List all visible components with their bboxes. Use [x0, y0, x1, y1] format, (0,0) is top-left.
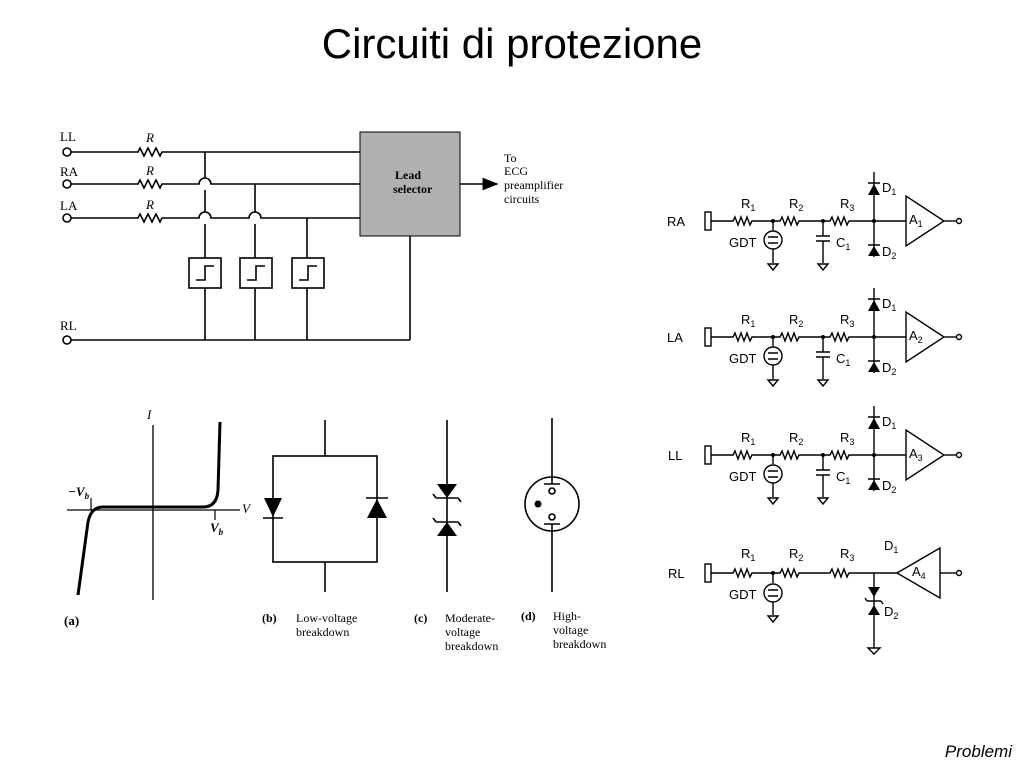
la-gdt-label: GDT: [729, 351, 757, 366]
lead-selector-diagram: [62, 146, 499, 345]
zener-top-icon: [437, 484, 457, 498]
selector-label-2: selector: [393, 182, 433, 196]
circuit-lead-label-ra: RA: [667, 214, 685, 229]
output-label-3: preamplifier: [504, 178, 563, 192]
ra-d2-label: D2: [882, 244, 896, 261]
rl-r3-label: R3: [840, 546, 854, 563]
ll-r2-label: R2: [789, 430, 803, 447]
iv-curve: [76, 421, 222, 596]
protection-device-3: [291, 257, 325, 289]
panel-c-text-2: voltage: [445, 625, 480, 639]
protection-circuit-ra: [704, 172, 963, 272]
protection-circuit-ll: [704, 406, 963, 506]
panel-c-text-3: breakdown: [445, 639, 498, 653]
panel-a-label: (a): [64, 613, 79, 628]
ll-d2-label: D2: [882, 478, 896, 495]
circuit-lead-label-rl: RL: [668, 566, 685, 581]
selector-label-1: Lead: [395, 168, 421, 182]
ra-c1-label: C1: [836, 235, 850, 252]
la-r2-label: R2: [789, 312, 803, 329]
la-terminal: [62, 213, 72, 223]
panel-d-text-3: breakdown: [553, 637, 606, 651]
ra-d1-label: D1: [882, 180, 896, 197]
panel-b-text-1: Low-voltage: [296, 611, 357, 625]
ra-r2-label: R2: [789, 196, 803, 213]
protection-device-2: [239, 257, 273, 289]
rl-gdt-label: GDT: [729, 587, 757, 602]
ll-r3-label: R3: [840, 430, 854, 447]
diode-down-icon: [264, 498, 282, 517]
la-d2-label: D2: [882, 360, 896, 377]
iv-neg-breakdown-label: −Vb: [68, 484, 90, 501]
rl-amp-label: A4: [912, 564, 926, 581]
rl-r2-label: R2: [789, 546, 803, 563]
rl-d2-label: D2: [884, 604, 898, 621]
ra-r3-label: R3: [840, 196, 854, 213]
lead-label-rl: RL: [60, 318, 77, 333]
low-voltage-diodes: [263, 420, 388, 592]
protection-circuit-rl: [704, 546, 963, 655]
output-label-2: ECG: [504, 164, 528, 178]
zener-bottom-icon: [437, 522, 457, 536]
lead-label-ll: LL: [60, 129, 76, 144]
lead-label-la: LA: [60, 198, 78, 213]
iv-x-axis-label: V: [242, 501, 252, 516]
rl-r1-label: R1: [741, 546, 755, 563]
la-r3-label: R3: [840, 312, 854, 329]
slide-title: Circuiti di protezione: [321, 20, 703, 67]
la-d1-label: D1: [882, 296, 896, 313]
iv-pos-breakdown-label: Vb: [210, 520, 224, 537]
panel-b-label: (b): [262, 611, 277, 625]
iv-y-axis-label: I: [146, 407, 152, 422]
panel-b-text-2: breakdown: [296, 625, 349, 639]
la-c1-label: C1: [836, 351, 850, 368]
panel-d-text-2: voltage: [553, 623, 588, 637]
resistor-label-ll: R: [145, 130, 154, 145]
gas-tube-dot-icon: [534, 500, 542, 508]
iv-curve-panel: [67, 421, 240, 600]
output-label-1: To: [504, 151, 517, 165]
moderate-voltage-zeners: [432, 420, 462, 592]
resistor-label-la: R: [145, 197, 154, 212]
circuit-lead-label-ll: LL: [668, 448, 682, 463]
ra-r1-label: R1: [741, 196, 755, 213]
panel-d-text-1: High-: [553, 609, 581, 623]
rl-terminal: [62, 335, 72, 345]
ll-terminal: [62, 147, 72, 157]
protection-circuit-la: [704, 288, 963, 388]
ll-amp-label: A3: [909, 446, 923, 463]
ra-gdt-label: GDT: [729, 235, 757, 250]
high-voltage-gas-tube: [524, 418, 580, 592]
ll-gdt-label: GDT: [729, 469, 757, 484]
resistor-label-ra: R: [145, 163, 154, 178]
ra-terminal: [62, 179, 72, 189]
lead-selector-box: [359, 131, 461, 237]
ll-r1-label: R1: [741, 430, 755, 447]
diode-up-icon: [367, 499, 387, 518]
panel-c-text-1: Moderate-: [445, 611, 495, 625]
ll-c1-label: C1: [836, 469, 850, 486]
panel-c-label: (c): [414, 611, 427, 625]
la-amp-label: A2: [909, 328, 923, 345]
lead-label-ra: RA: [60, 164, 79, 179]
footer-label: Problemi: [944, 742, 1012, 761]
output-label-4: circuits: [504, 192, 540, 206]
ll-d1-label: D1: [882, 414, 896, 431]
la-r1-label: R1: [741, 312, 755, 329]
ra-amp-label: A1: [909, 212, 923, 229]
rl-d1-label: D1: [884, 538, 898, 555]
panel-d-label: (d): [521, 609, 536, 623]
circuit-lead-label-la: LA: [667, 330, 683, 345]
